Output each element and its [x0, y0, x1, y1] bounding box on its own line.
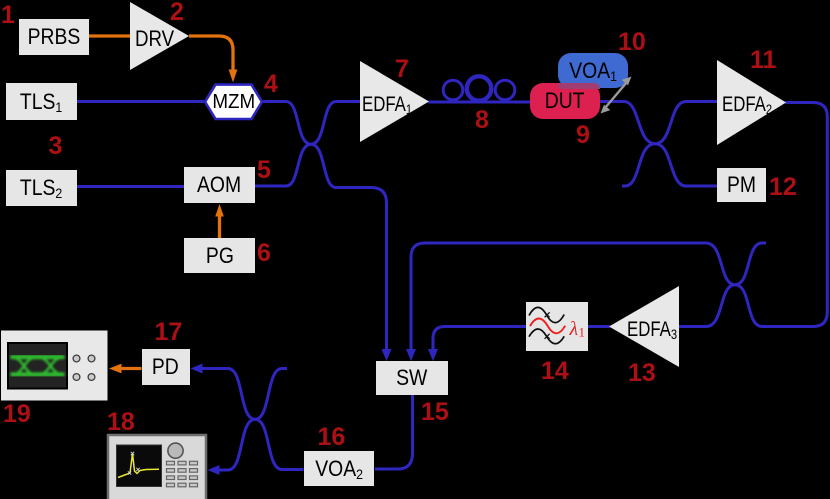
svg-text:1: 1 — [579, 324, 586, 339]
svg-text:λ: λ — [569, 318, 579, 340]
